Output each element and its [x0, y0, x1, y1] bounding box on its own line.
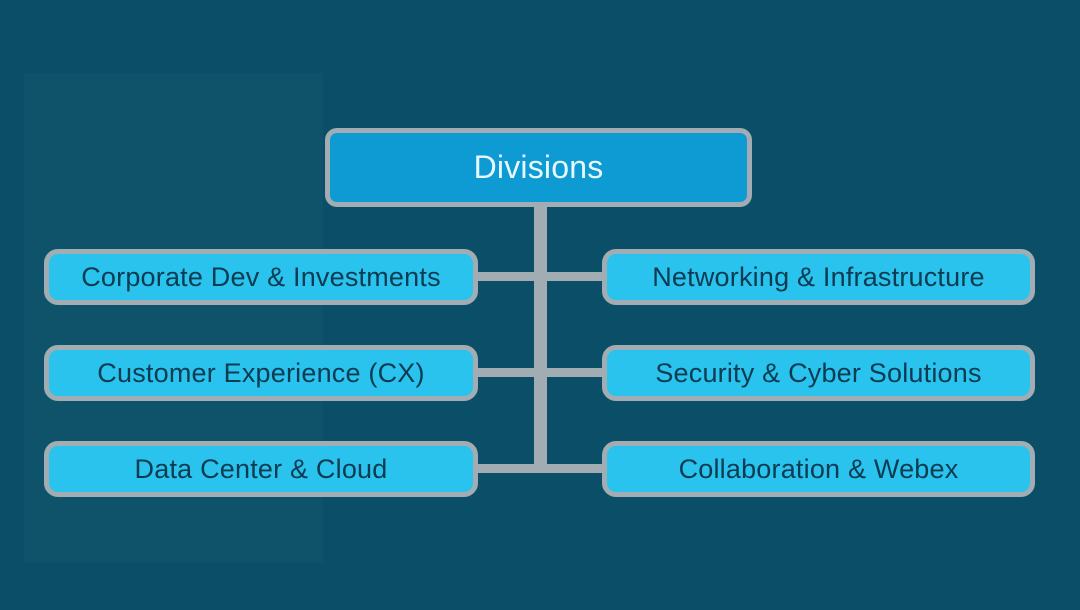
node-networking-infrastructure: Networking & Infrastructure	[602, 249, 1035, 305]
node-data-center-cloud: Data Center & Cloud	[44, 441, 478, 497]
node-security-cyber-solutions: Security & Cyber Solutions	[602, 345, 1035, 401]
connector-row-2	[474, 368, 606, 377]
connector-trunk	[534, 203, 547, 473]
node-divisions-root: Divisions	[325, 128, 752, 207]
connector-row-1	[474, 272, 606, 281]
node-collaboration-webex: Collaboration & Webex	[602, 441, 1035, 497]
connector-row-3	[474, 464, 606, 473]
node-corporate-dev-investments: Corporate Dev & Investments	[44, 249, 478, 305]
node-customer-experience: Customer Experience (CX)	[44, 345, 478, 401]
